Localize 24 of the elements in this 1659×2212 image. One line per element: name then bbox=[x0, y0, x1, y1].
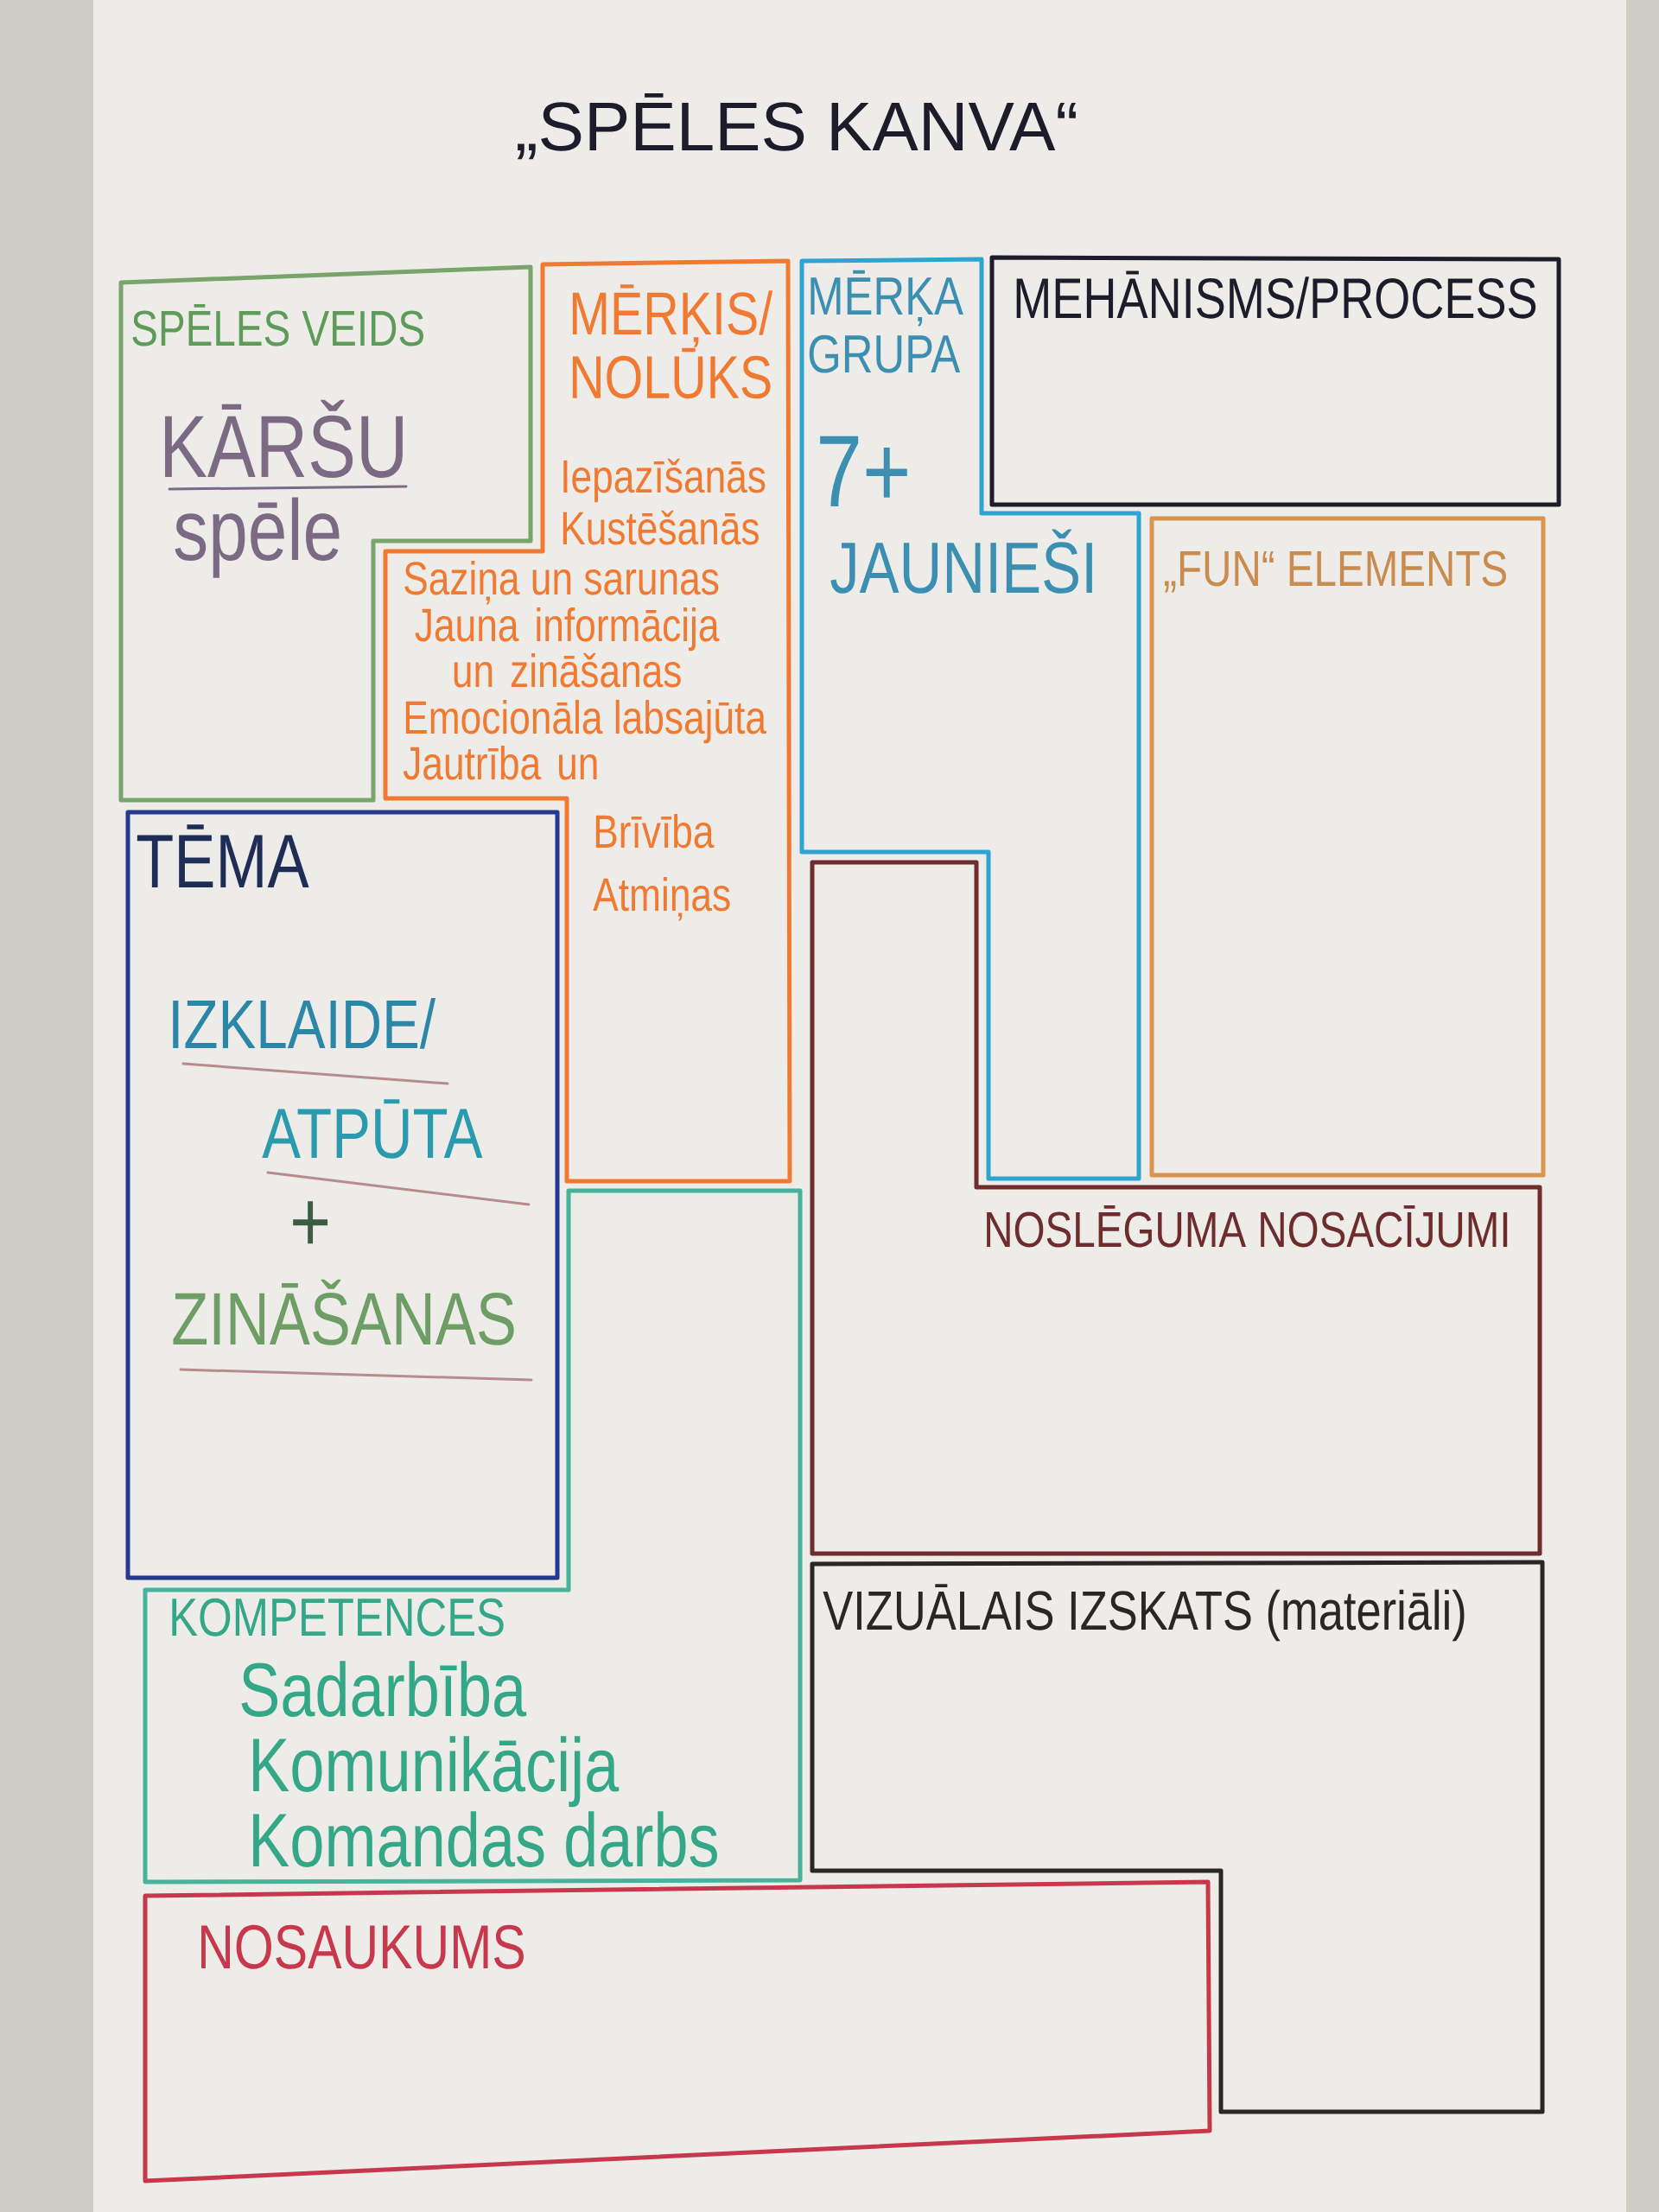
section-box: VIZUĀLAIS IZSKATS (materiāli) bbox=[810, 1560, 1545, 2114]
note-text: + bbox=[293, 1201, 328, 1244]
list-item: Atmiņas bbox=[593, 876, 730, 921]
note-text: IZKLAIDE/ bbox=[173, 998, 436, 1049]
note-text: JAUNIEŠI bbox=[830, 529, 1092, 594]
list-item: Jautrība un Brīvība bbox=[403, 745, 715, 849]
note-text: spēle bbox=[175, 497, 340, 578]
section-box: MEHĀNISMS/PROCESS bbox=[989, 255, 1561, 507]
list-item: Kustēšanās bbox=[563, 510, 759, 545]
section-box: NOSLĒGUMA NOSACĪJUMI bbox=[810, 860, 1542, 1556]
section-box: NOSAUKUMS bbox=[143, 1879, 1212, 2183]
list-item: Emocionāla labsajūta bbox=[405, 699, 766, 744]
section-box: „FUN“ ELEMENTS bbox=[1149, 516, 1546, 1178]
note-text: 7+ bbox=[820, 435, 907, 506]
list-item: Jauna informācija un zināšanas bbox=[415, 607, 720, 688]
list-item: Iepazīšanās bbox=[563, 458, 766, 503]
title: „SPĒLES KANVA“ bbox=[517, 92, 1077, 160]
list-item: Sadarbība bbox=[241, 1661, 527, 1717]
note-text: ZINĀŠANAS bbox=[173, 1279, 514, 1345]
note-text: KĀRŠU bbox=[165, 399, 403, 478]
list-item: Saziņa un sarunas bbox=[404, 560, 719, 605]
list-item: Komunikācija bbox=[253, 1736, 620, 1808]
list-item: Komandas darbs bbox=[253, 1811, 717, 1867]
note-text: ATPŪTA bbox=[262, 1099, 483, 1159]
